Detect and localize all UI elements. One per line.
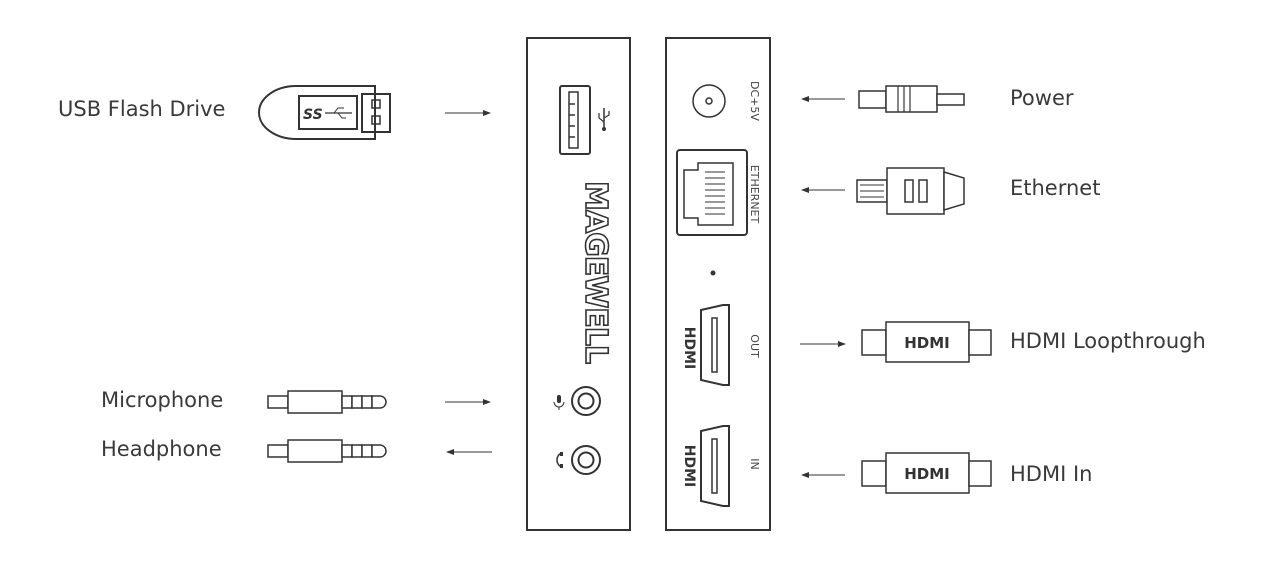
ethernet-port-label: ETHERNET	[748, 165, 761, 224]
ethernet-label: Ethernet	[1010, 176, 1101, 200]
hdmi-out-logo: HDMI	[681, 327, 697, 369]
power-plug-icon	[858, 85, 965, 113]
usb-flash-drive-label: USB Flash Drive	[58, 97, 226, 121]
usb-ss-logo: SS	[303, 107, 323, 123]
device-right-panel: DC+5V ETHERNET HDMI OUT HDMI	[665, 37, 771, 531]
power-label: Power	[1010, 86, 1074, 110]
usb-flash-drive-icon: SS	[258, 85, 391, 140]
hdmi-in-logo: HDMI	[681, 445, 697, 487]
hdmi-in-port-label: IN	[748, 458, 761, 469]
device-left-panel: MAGEWELL	[526, 37, 631, 531]
usb-port-icon	[559, 85, 591, 155]
microphone-label: Microphone	[101, 388, 224, 412]
microphone-plug-icon	[267, 390, 387, 414]
usb-symbol-icon	[598, 108, 610, 131]
hdmi-out-port-label: OUT	[748, 334, 761, 358]
hdmi-in-plug-logo: HDMI	[904, 465, 950, 483]
hdmi-loopthrough-plug-icon: HDMI	[861, 321, 992, 363]
status-led-icon	[710, 270, 716, 276]
dc-port-label: DC+5V	[748, 81, 761, 121]
hdmi-out-port-icon	[700, 304, 730, 386]
hdmi-in-plug-icon: HDMI	[861, 452, 992, 494]
hdmi-loopthrough-plug-logo: HDMI	[904, 334, 950, 352]
hdmi-in-port-icon	[700, 425, 730, 507]
brand-logo: MAGEWELL	[578, 181, 613, 364]
headphone-label: Headphone	[101, 437, 222, 461]
ethernet-port-icon	[676, 149, 748, 236]
headphone-plug-icon	[267, 439, 387, 463]
hdmi-in-label: HDMI In	[1010, 462, 1093, 486]
dc-power-jack-icon	[692, 84, 726, 118]
headphone-jack-icon	[556, 445, 601, 475]
ethernet-plug-icon	[856, 167, 965, 215]
microphone-jack-icon	[553, 386, 601, 416]
hdmi-loopthrough-label: HDMI Loopthrough	[1010, 329, 1206, 353]
